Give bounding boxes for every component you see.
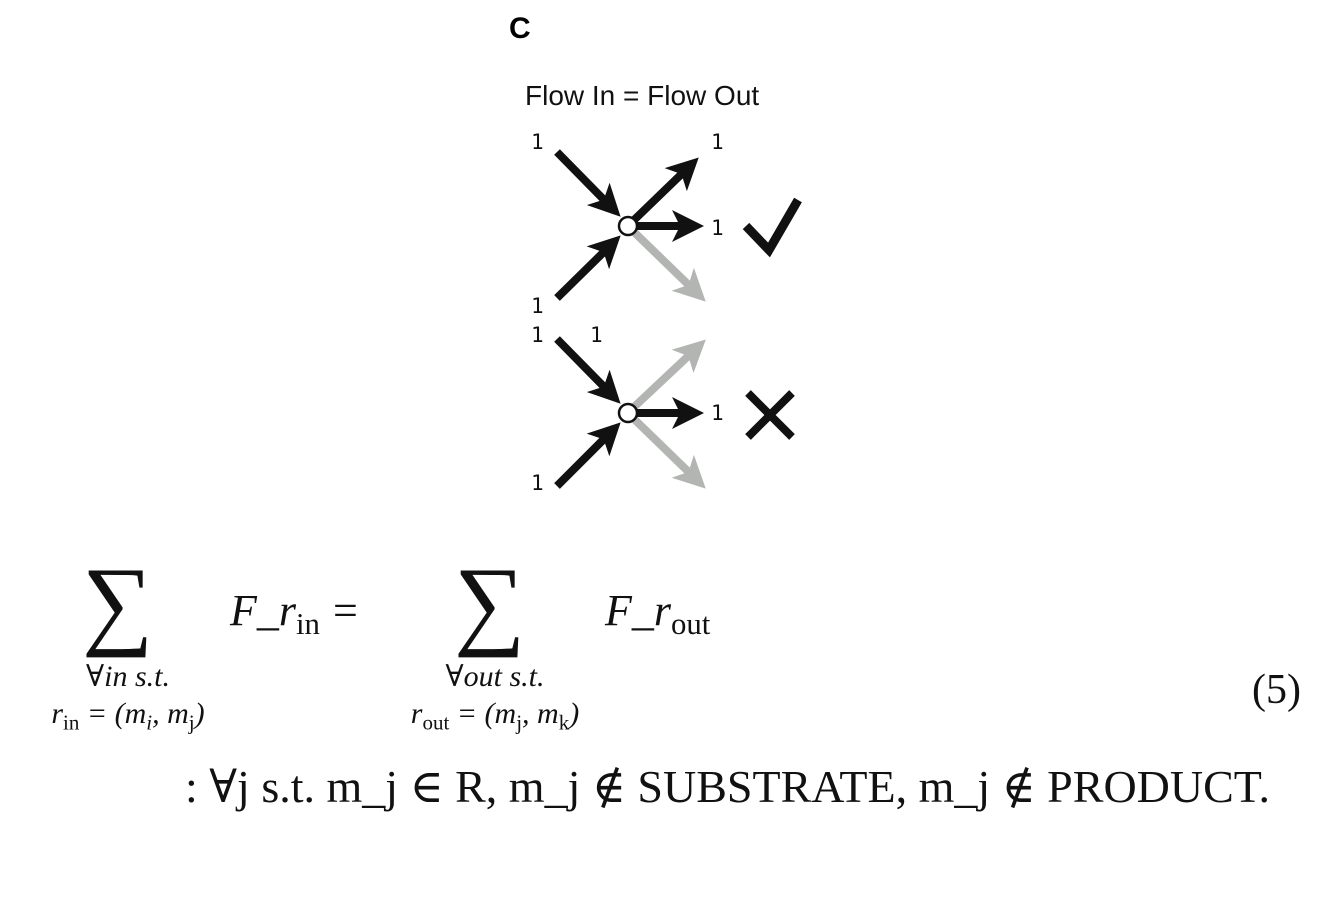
equation-number: (5) (1252, 667, 1301, 713)
sum-symbol-left: ∑ (82, 547, 154, 658)
t: j (516, 710, 523, 735)
equals-sign: = (333, 586, 358, 635)
panel-label: C (509, 12, 531, 45)
in-arrow-bottom (554, 235, 621, 301)
metabolite-node (617, 402, 639, 424)
lhs-condition-1: ∀in s.t. (86, 660, 170, 693)
flow-label: 1 (531, 323, 544, 347)
flow-label: 1 (531, 294, 544, 318)
lhs-condition-2: rin = (mi, mj) (28, 697, 228, 733)
diagram-title: Flow In = Flow Out (525, 80, 760, 111)
flow-label: 1 (531, 130, 544, 154)
lhs-term: F_rin (230, 585, 320, 640)
flow-label: 1 (711, 130, 724, 154)
t: in (63, 710, 80, 735)
flow-label: 1 (711, 401, 724, 425)
flow-label: 1 (531, 471, 544, 495)
t: = (m (449, 697, 517, 730)
flow-diagram: 1 1 1 1 1 1 1 1 (531, 130, 802, 495)
in-arrow-top (554, 149, 621, 217)
t: ) (194, 697, 205, 730)
t: = (m (79, 697, 147, 730)
rhs-sub: out (671, 607, 711, 642)
t: k (558, 710, 570, 735)
flow-label: 1 (590, 323, 603, 347)
gray-out-arrow-down (631, 416, 706, 489)
equation-constraint: : ∀j s.t. m_j ∈ R, m_j ∉ SUBSTRATE, m_j … (185, 761, 1270, 812)
t: , m (152, 697, 189, 730)
lhs-sub: in (296, 607, 320, 642)
sum-symbol-right: ∑ (454, 547, 526, 658)
t: out (422, 710, 450, 735)
gray-out-arrow-up (631, 339, 706, 410)
rhs-term-text: F_r (605, 586, 671, 635)
t: , m (522, 697, 559, 730)
t: r (410, 697, 423, 730)
check-icon (742, 197, 802, 258)
out-arrow-up (631, 157, 699, 223)
rhs-term: F_rout (605, 585, 710, 640)
t: j (188, 710, 195, 735)
in-arrow-bottom (554, 422, 621, 489)
x-icon (745, 390, 795, 440)
metabolite-node (617, 215, 639, 237)
gray-out-arrow (631, 229, 706, 302)
flow-label: 1 (711, 216, 724, 240)
t: ) (569, 697, 580, 730)
t: r (51, 697, 64, 730)
valid-node-group (554, 149, 802, 302)
t: i (146, 710, 153, 735)
invalid-node-group (554, 336, 795, 489)
in-arrow-top (554, 336, 621, 404)
rhs-condition-2: rout = (mj, mk) (390, 697, 600, 733)
lhs-term-text: F_r (230, 586, 296, 635)
rhs-condition-1: ∀out s.t. (445, 660, 545, 693)
